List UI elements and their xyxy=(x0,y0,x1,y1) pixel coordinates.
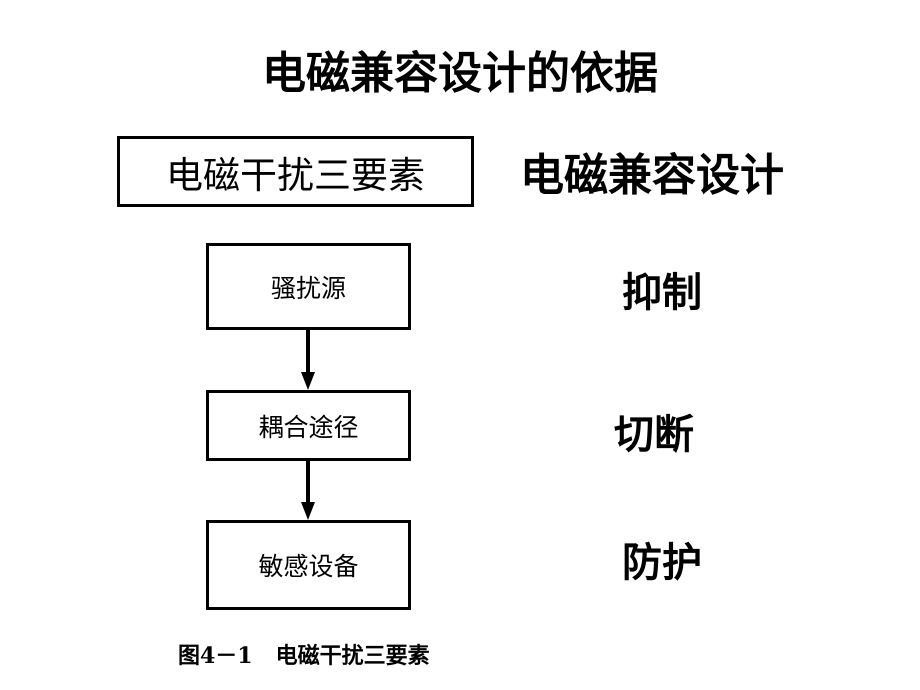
three-elements-box: 电磁干扰三要素 xyxy=(117,136,474,207)
sensitive-device-label: 敏感设备 xyxy=(258,552,359,581)
action-cut-off: 切断 xyxy=(614,412,694,458)
interference-source-box: 骚扰源 xyxy=(206,243,411,330)
three-elements-label: 电磁干扰三要素 xyxy=(166,153,425,197)
coupling-path-label: 耦合途径 xyxy=(258,412,359,442)
action-protect: 防护 xyxy=(622,540,702,586)
action-suppress: 抑制 xyxy=(622,270,702,316)
figure-caption: 图4－1 电磁干扰三要素 xyxy=(178,643,430,669)
interference-source-label: 骚扰源 xyxy=(270,273,346,303)
coupling-path-box: 耦合途径 xyxy=(206,390,411,461)
sensitive-device-box: 敏感设备 xyxy=(206,520,411,610)
arrow-down-icon xyxy=(301,461,315,520)
page-title: 电磁兼容设计的依据 xyxy=(262,48,658,99)
arrow-down-icon xyxy=(301,330,315,390)
emc-design-heading: 电磁兼容设计 xyxy=(520,150,784,201)
